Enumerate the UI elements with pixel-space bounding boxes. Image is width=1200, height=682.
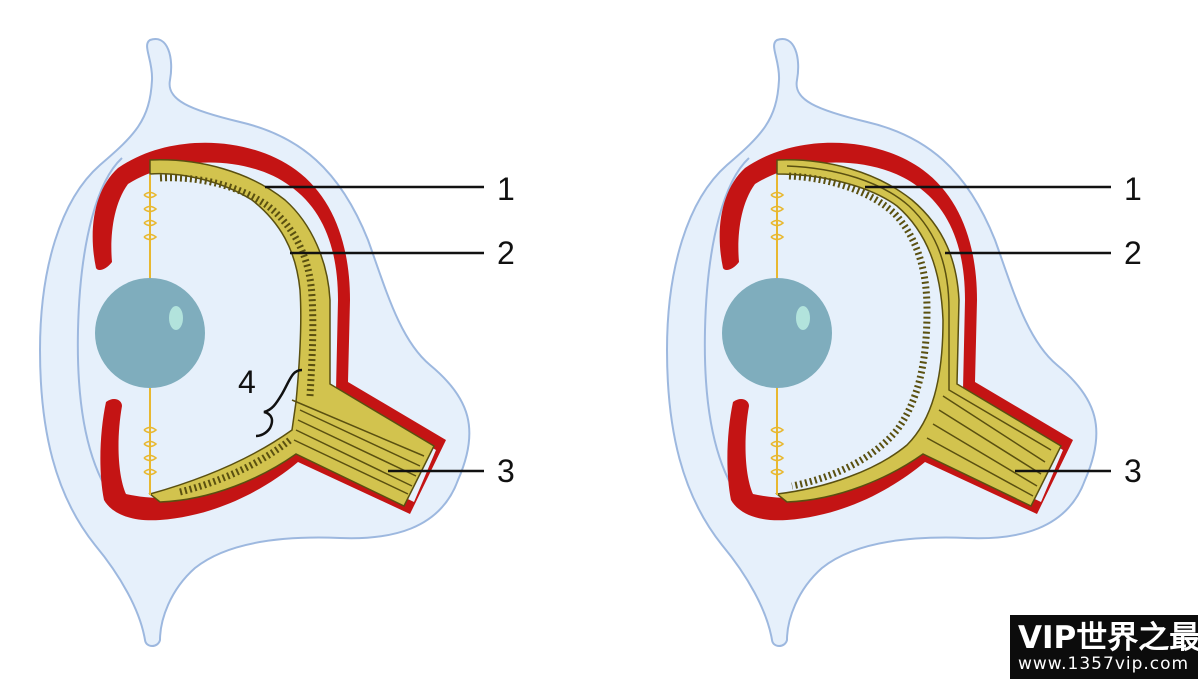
left-eye-panel: 1 2 3 4: [40, 39, 515, 646]
right-label-2: 2: [1124, 235, 1142, 271]
left-lens: [95, 278, 205, 388]
watermark-url: www.1357vip.com: [1018, 655, 1190, 673]
watermark-logo: VIP世界之最 www.1357vip.com: [1010, 615, 1198, 679]
watermark-brand: VIP世界之最: [1018, 621, 1190, 655]
right-label-1: 1: [1124, 171, 1142, 207]
right-lens: [722, 278, 832, 388]
right-label-3: 3: [1124, 453, 1142, 489]
left-label-2: 2: [497, 235, 515, 271]
left-label-4: 4: [238, 364, 256, 400]
right-eye-panel: 1 2 3: [667, 39, 1142, 646]
left-label-1: 1: [497, 171, 515, 207]
left-label-3: 3: [497, 453, 515, 489]
